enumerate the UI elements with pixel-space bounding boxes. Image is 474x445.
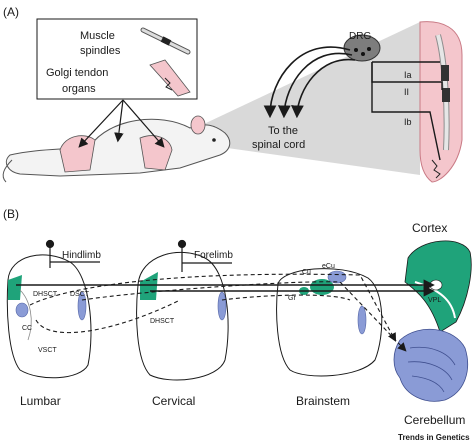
cortex-label: Cortex (412, 221, 447, 235)
cu-label: Cu (302, 269, 311, 276)
vpl-label: VPL (428, 297, 441, 304)
ecu-label: eCu (322, 263, 335, 270)
legend-muscle: Muscle (80, 30, 115, 42)
spinocerebellar-pathways (29, 273, 407, 352)
legend-organs: organs (62, 83, 96, 95)
hindlimb-label: Hindlimb (62, 250, 101, 261)
fiber-ia-label: Ia (404, 70, 412, 80)
brainstem-label: Brainstem (296, 394, 350, 408)
lumbar-section (6, 254, 92, 379)
spinal-cord-label-2: spinal cord (252, 139, 305, 151)
dhsct-cervical-label: DHSCT (150, 318, 175, 325)
fiber-ib-label: Ib (404, 117, 412, 127)
cerebellum-illustration (393, 328, 469, 402)
panel-b-label: (B) (3, 207, 19, 221)
legend-spindles: spindles (80, 45, 121, 57)
central-projections (263, 46, 356, 119)
vsct-label: VSCT (38, 347, 57, 354)
golgi-tendon-icon (149, 59, 191, 97)
cc-label: CC (22, 325, 32, 332)
gr-label: Gr (288, 295, 296, 302)
journal-credit: Trends in Genetics (398, 433, 470, 442)
dsct-label: DSCT (70, 291, 90, 298)
lumbar-label: Lumbar (20, 394, 61, 408)
dhsct-label: DHSCT (33, 291, 58, 298)
cervical-label: Cervical (152, 394, 195, 408)
panel-a-label: (A) (3, 5, 19, 19)
forelimb-label: Forelimb (194, 250, 233, 261)
cortex-illustration (404, 240, 472, 333)
rat-illustration (2, 115, 231, 183)
limb-afferents (45, 239, 232, 272)
cerebellum-label: Cerebellum (404, 413, 465, 427)
afferent-fibers (371, 61, 443, 161)
muscle-enlargement (419, 21, 463, 183)
legend-golgi: Golgi tendon (46, 67, 108, 79)
dorsal-column-pathway (16, 279, 435, 297)
spinal-cord-label-1: To the (268, 125, 298, 137)
spindle-icon (140, 27, 191, 55)
fiber-ii-label: II (404, 87, 409, 97)
drg-label: DRG (349, 31, 371, 42)
